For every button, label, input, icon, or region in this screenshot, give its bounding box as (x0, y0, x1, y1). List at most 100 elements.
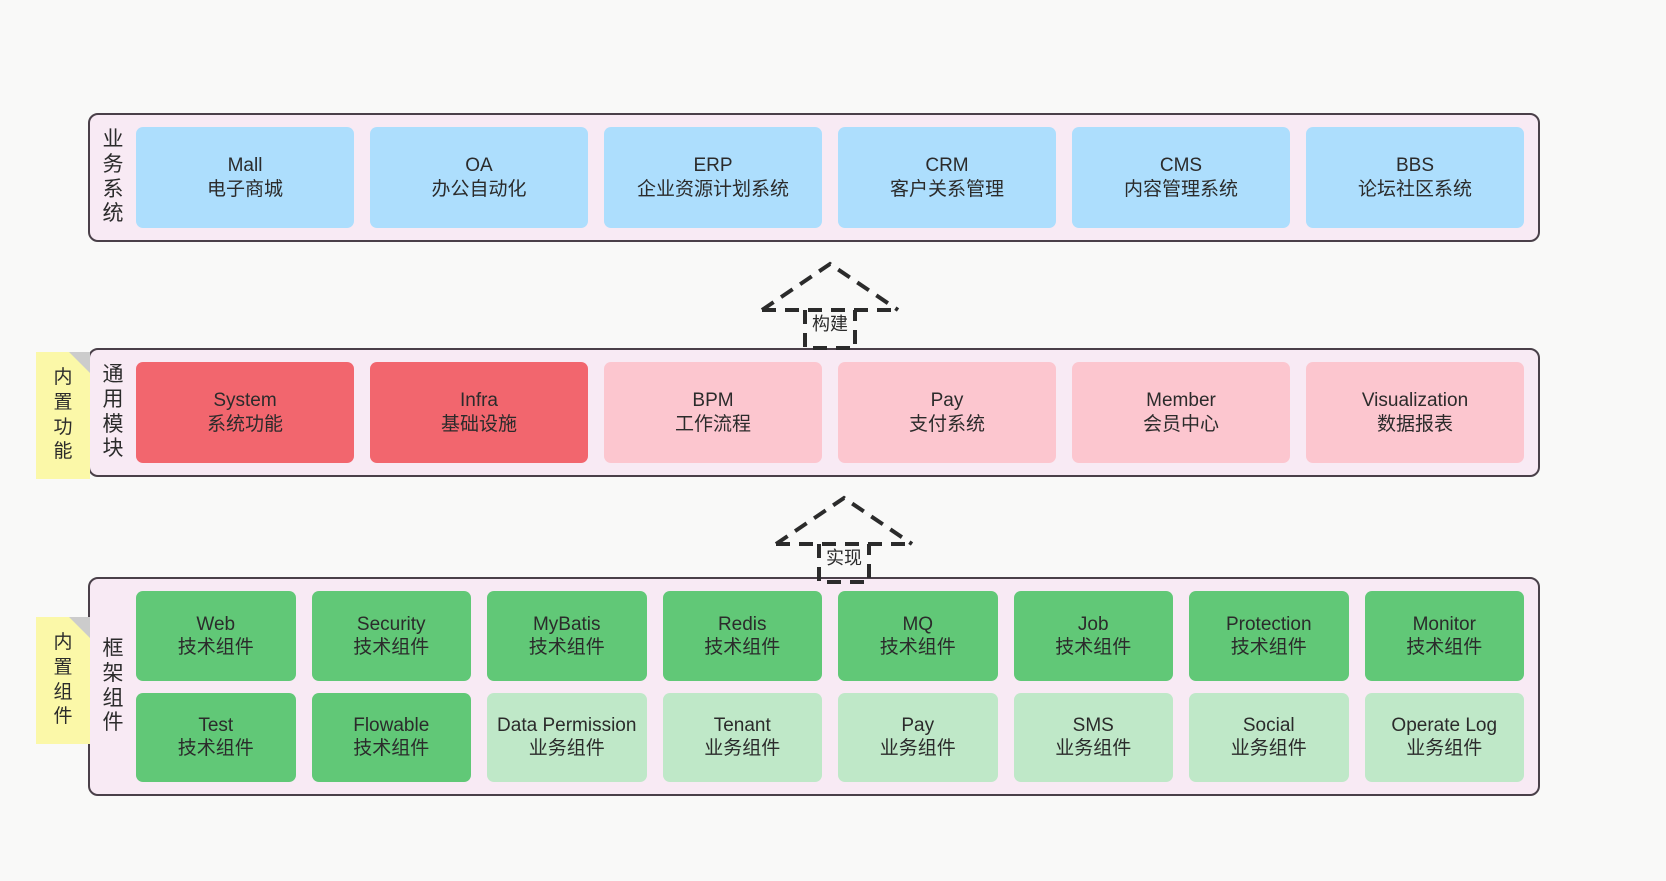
card-test[interactable]: Test 技术组件 (136, 692, 296, 782)
card-subtitle: 业务组件 (879, 738, 956, 760)
card-crm[interactable]: CRM 客户关系管理 (838, 127, 1056, 228)
card-title: MyBatis (532, 613, 601, 635)
card-title: Pay (901, 715, 935, 737)
card-subtitle: 业务组件 (1406, 738, 1483, 760)
card-bpm[interactable]: BPM 工作流程 (604, 362, 822, 463)
card-subtitle: 技术组件 (177, 636, 254, 658)
card-title: Operate Log (1391, 715, 1498, 737)
card-title: Member (1146, 390, 1216, 412)
layer-framework-components: 框 架 组 件 Web 技术组件 Security 技术组件 MyBatis 技… (88, 577, 1540, 796)
card-system[interactable]: System 系统功能 (136, 362, 354, 463)
card-visualization[interactable]: Visualization 数据报表 (1306, 362, 1524, 463)
layer-common-modules-cards: System 系统功能 Infra 基础设施 BPM 工作流程 Pay 支付系统… (136, 350, 1538, 475)
card-data-permission[interactable]: Data Permission 业务组件 (487, 692, 647, 782)
card-pay-business[interactable]: Pay 业务组件 (838, 692, 998, 782)
card-mybatis[interactable]: MyBatis 技术组件 (487, 591, 647, 681)
card-flowable[interactable]: Flowable 技术组件 (311, 692, 471, 782)
connector-implement-icon (774, 495, 914, 584)
card-subtitle: 技术组件 (1230, 636, 1307, 658)
card-subtitle: 数据报表 (1376, 413, 1453, 435)
vlabel-char: 用 (102, 387, 124, 411)
card-title: Data Permission (497, 715, 637, 737)
card-member[interactable]: Member 会员中心 (1072, 362, 1290, 463)
card-subtitle: 客户关系管理 (889, 178, 1004, 200)
card-subtitle: 系统功能 (206, 413, 283, 435)
card-oa[interactable]: OA 办公自动化 (370, 127, 588, 228)
card-subtitle: 技术组件 (1406, 636, 1483, 658)
card-subtitle: 技术组件 (879, 636, 956, 658)
card-infra[interactable]: Infra 基础设施 (370, 362, 588, 463)
note-line: 能 (53, 441, 73, 463)
layer-common-modules-label: 通 用 模 块 (90, 350, 136, 475)
card-title: ERP (693, 155, 733, 177)
card-subtitle: 支付系统 (908, 413, 985, 435)
card-mq[interactable]: MQ 技术组件 (838, 591, 998, 681)
connector-implement-label: 实现 (826, 548, 862, 568)
card-title: MQ (902, 613, 934, 635)
card-title: Test (198, 715, 234, 737)
vlabel-char: 块 (102, 437, 124, 461)
card-row: Test 技术组件 Flowable 技术组件 Data Permission … (136, 692, 1524, 782)
layer-business-system-label: 业 务 系 统 (90, 115, 136, 240)
card-subtitle: 企业资源计划系统 (636, 178, 789, 200)
layer-common-modules: 通 用 模 块 System 系统功能 Infra 基础设施 BPM 工作流程 … (88, 348, 1540, 477)
note-fold-corner-icon (69, 352, 90, 373)
card-title: BPM (692, 390, 734, 412)
card-social[interactable]: Social 业务组件 (1189, 692, 1349, 782)
card-subtitle: 电子商城 (206, 178, 283, 200)
card-tenant[interactable]: Tenant 业务组件 (662, 692, 822, 782)
note-line: 内 (53, 367, 73, 389)
vlabel-char: 架 (102, 661, 124, 685)
card-title: Security (356, 613, 426, 635)
vlabel-char: 通 (102, 362, 124, 386)
note-line: 置 (53, 656, 73, 678)
card-erp[interactable]: ERP 企业资源计划系统 (604, 127, 822, 228)
vlabel-char: 件 (102, 711, 124, 735)
card-redis[interactable]: Redis 技术组件 (662, 591, 822, 681)
vlabel-char: 务 (102, 152, 124, 176)
card-subtitle: 论坛社区系统 (1357, 178, 1472, 200)
card-title: Job (1077, 613, 1109, 635)
vlabel-char: 组 (102, 686, 124, 710)
card-title: BBS (1395, 155, 1435, 177)
card-pay[interactable]: Pay 支付系统 (838, 362, 1056, 463)
card-mall[interactable]: Mall 电子商城 (136, 127, 354, 228)
card-subtitle: 会员中心 (1142, 413, 1219, 435)
card-bbs[interactable]: BBS 论坛社区系统 (1306, 127, 1524, 228)
card-subtitle: 业务组件 (1055, 738, 1132, 760)
layer-framework-components-label: 框 架 组 件 (90, 579, 136, 794)
note-line: 功 (53, 416, 73, 438)
card-row: Web 技术组件 Security 技术组件 MyBatis 技术组件 Redi… (136, 591, 1524, 681)
vlabel-char: 业 (102, 127, 124, 151)
card-job[interactable]: Job 技术组件 (1013, 591, 1173, 681)
card-title: Visualization (1361, 390, 1469, 412)
card-monitor[interactable]: Monitor 技术组件 (1364, 591, 1524, 681)
connector-implement: 实现 (764, 492, 924, 584)
note-builtin-component: 内 置 组 件 (36, 617, 90, 744)
note-line: 组 (53, 681, 73, 703)
vlabel-char: 系 (102, 177, 124, 201)
connector-build-label: 构建 (812, 314, 848, 334)
card-subtitle: 内容管理系统 (1123, 178, 1238, 200)
card-subtitle: 技术组件 (353, 636, 430, 658)
card-subtitle: 技术组件 (528, 636, 605, 658)
layer-framework-components-cards: Web 技术组件 Security 技术组件 MyBatis 技术组件 Redi… (136, 579, 1538, 794)
card-title: Tenant (713, 715, 771, 737)
card-protection[interactable]: Protection 技术组件 (1189, 591, 1349, 681)
card-title: Social (1242, 715, 1295, 737)
card-subtitle: 业务组件 (528, 738, 605, 760)
card-title: CMS (1159, 155, 1203, 177)
card-title: OA (465, 155, 493, 177)
card-sms[interactable]: SMS 业务组件 (1013, 692, 1173, 782)
card-subtitle: 技术组件 (1055, 636, 1132, 658)
card-security[interactable]: Security 技术组件 (311, 591, 471, 681)
card-operate-log[interactable]: Operate Log 业务组件 (1364, 692, 1524, 782)
card-subtitle: 基础设施 (440, 413, 517, 435)
note-line: 内 (53, 632, 73, 654)
vlabel-char: 框 (102, 636, 124, 660)
card-cms[interactable]: CMS 内容管理系统 (1072, 127, 1290, 228)
card-web[interactable]: Web 技术组件 (136, 591, 296, 681)
connector-build-icon (760, 261, 900, 350)
card-title: System (213, 390, 277, 412)
card-title: Protection (1225, 613, 1312, 635)
